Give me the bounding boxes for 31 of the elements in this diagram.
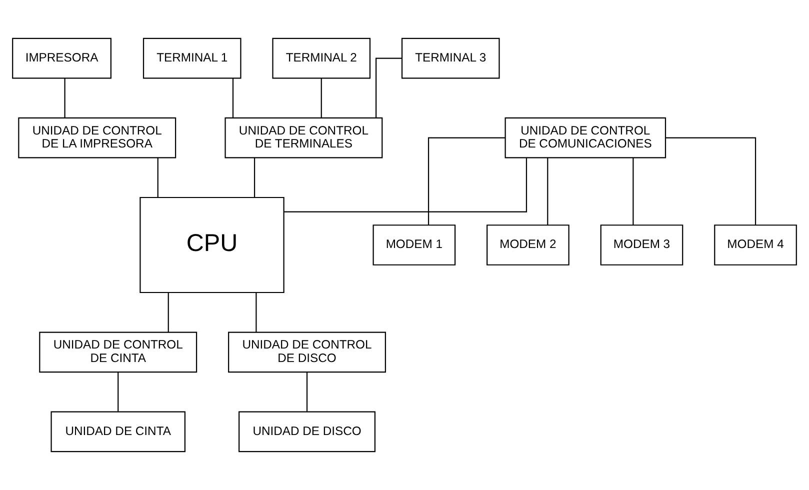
node-box: UNIDAD DE CONTROL DE CINTA [39,332,198,373]
connector [306,372,308,412]
node-box: IMPRESORA [12,38,112,79]
connector [118,372,119,412]
connector [232,78,234,118]
connector [666,137,756,225]
node-box: TERMINAL 2 [272,38,371,79]
node-box: MODEM 4 [714,224,797,266]
connector [168,292,169,332]
connector [284,158,528,212]
node-box: MODEM 1 [372,224,456,266]
node-box: UNIDAD DE CONTROL DE DISCO [228,332,386,373]
connector [254,158,256,198]
connector [157,158,158,198]
node-box: TERMINAL 1 [142,38,242,79]
node-box: TERMINAL 3 [401,38,500,79]
node-box: UNIDAD DE CONTROL DE TERMINALES [224,117,383,158]
node-box: MODEM 2 [486,224,570,266]
node-box: MODEM 3 [600,224,684,266]
connector [376,58,402,118]
node-box: UNIDAD DE CONTROL DE LA IMPRESORA [18,117,176,158]
node-box: CPU [140,196,284,294]
connector [64,78,66,118]
connector [320,78,322,118]
connector [428,137,506,225]
node-box: UNIDAD DE CONTROL DE COMUNICACIONES [504,117,666,158]
connector [632,158,634,225]
connector [256,292,257,332]
connector [547,158,548,225]
node-box: UNIDAD DE DISCO [238,411,376,452]
node-box: UNIDAD DE CINTA [50,411,186,452]
